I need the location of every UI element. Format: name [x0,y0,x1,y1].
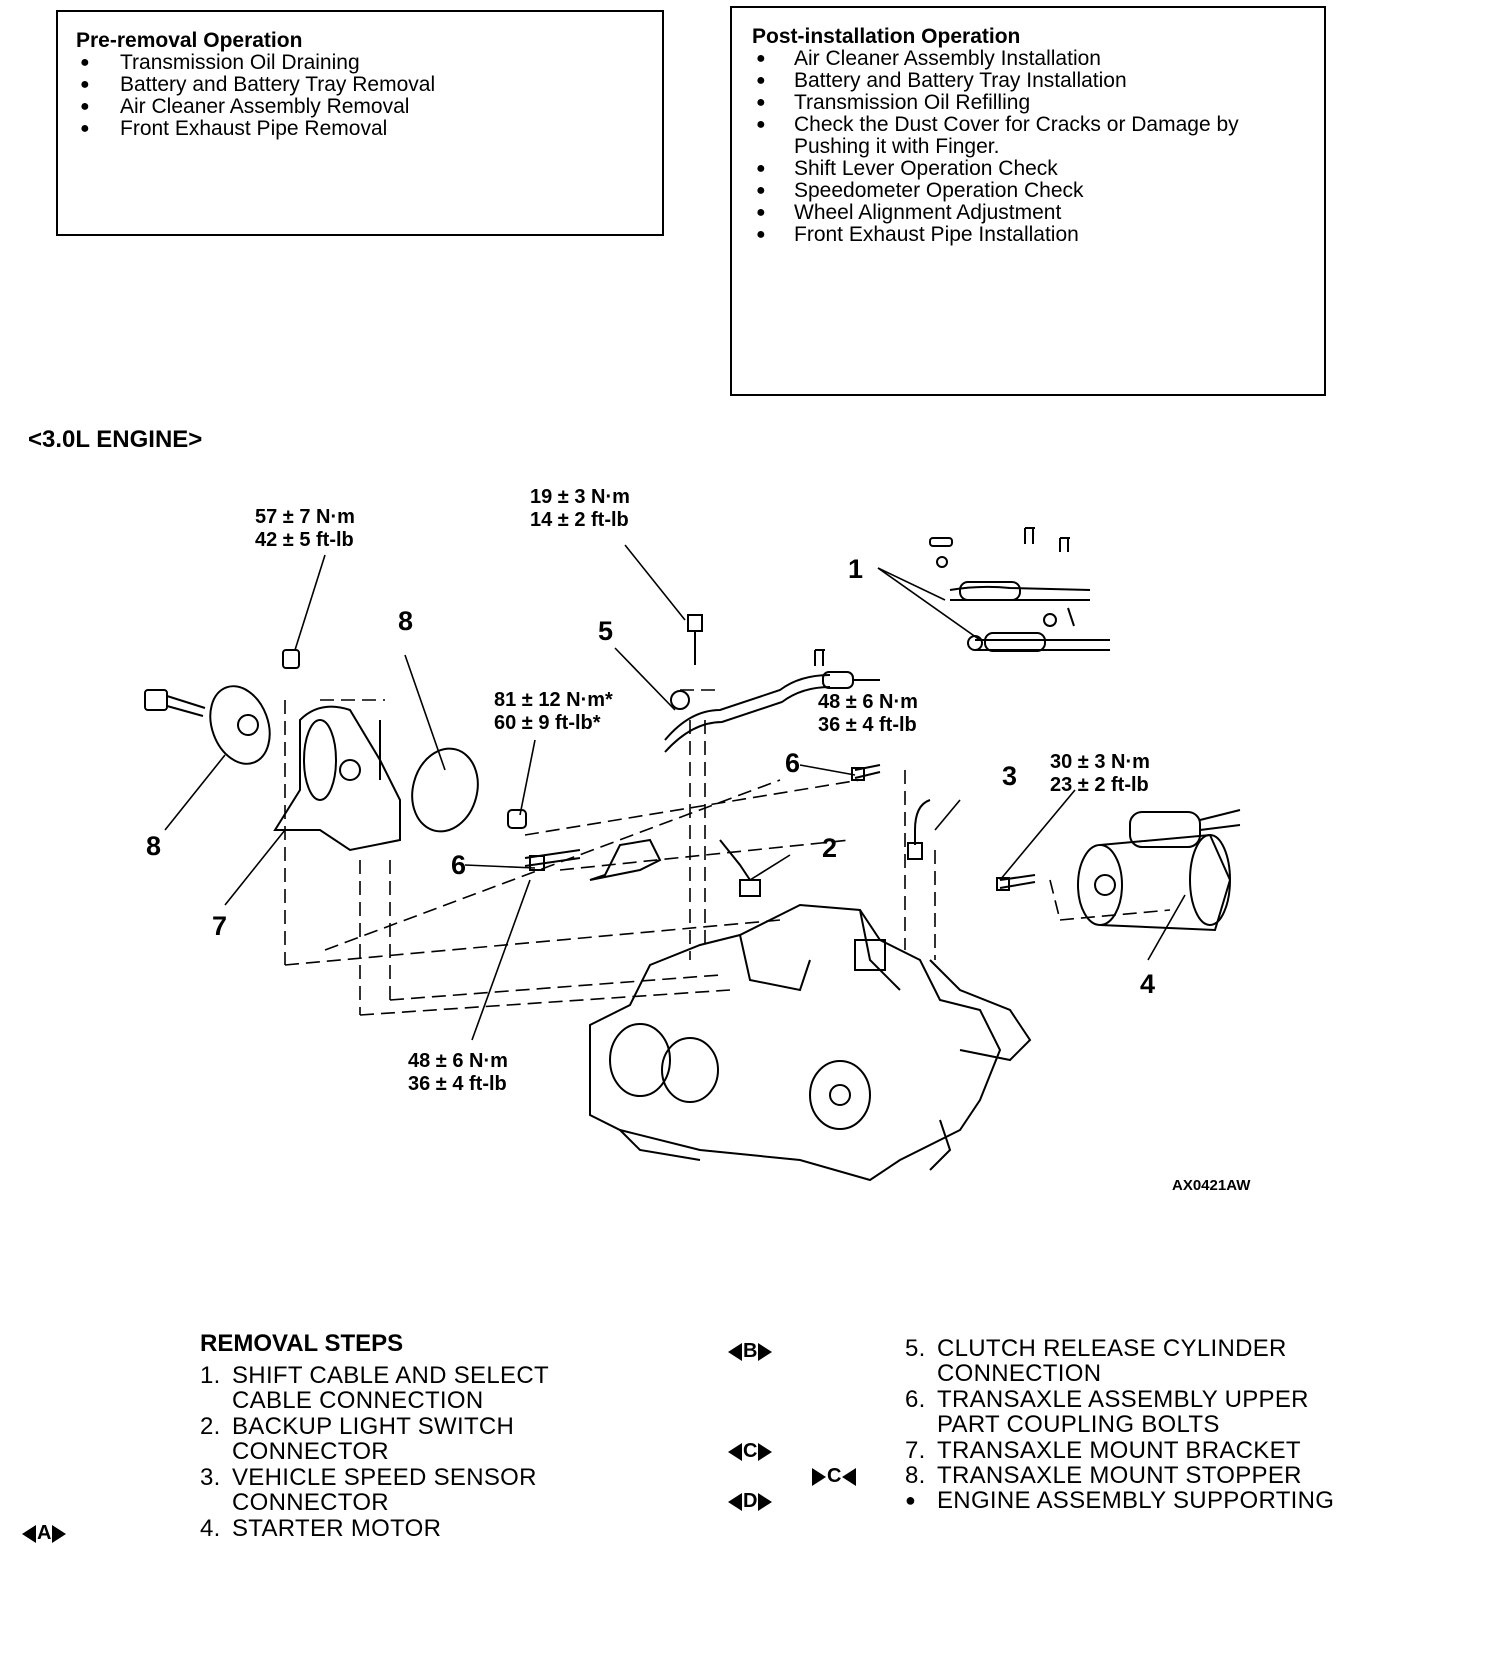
callout-6: 6 [785,748,800,778]
list-item: Wheel Alignment Adjustment [752,202,1324,225]
service-mark-d: D [728,1490,773,1513]
callout-1: 1 [848,554,863,584]
shift-cable-drawing [929,527,1110,652]
alignment-lines [284,689,1171,1016]
callout-8: 8 [398,606,413,636]
torque-81-ftlb: 60 ± 9 ft-lb* [494,712,601,734]
transaxle-drawing [589,903,1032,1182]
list-item: Air Cleaner Assembly Installation [752,48,1324,71]
torque-57-nm: 57 ± 7 N·m [255,506,355,528]
callout-5: 5 [598,616,613,646]
torque-48b-nm: 48 ± 6 N·m [408,1050,508,1072]
removal-steps-title: REMOVAL STEPS [200,1330,404,1357]
triangle-left-icon [728,1442,742,1461]
triangle-right-icon [758,1442,773,1461]
list-item: Air Cleaner Assembly Removal [76,96,662,119]
stopper-center [411,747,479,833]
torque-19-ftlb: 14 ± 2 ft-lb [530,509,629,531]
triangle-left-icon [22,1524,36,1543]
callout-2: 2 [822,833,837,863]
triangle-right-icon [758,1492,773,1511]
figure-code: AX0421AW [1172,1177,1251,1194]
nut [507,809,527,829]
list-item: Transmission Oil Refilling [752,92,1324,115]
torque-30-ftlb: 23 ± 2 ft-lb [1050,774,1149,796]
torque-81-nm: 81 ± 12 N·m* [494,689,613,711]
service-mark-a: A [22,1522,67,1545]
leader-lines [164,544,1186,1041]
torque-19-nm: 19 ± 3 N·m [530,486,630,508]
torque-30-nm: 30 ± 3 N·m [1050,751,1150,773]
post-installation-box: Post-installation Operation Air Cleaner … [730,6,1326,396]
bolt-drawing [144,689,1036,891]
callout-numbers: 1 2 3 4 5 6 6 7 8 8 [146,554,1155,999]
service-mark-c-install: C [812,1465,857,1488]
callout-4: 4 [1140,969,1155,999]
bracket-drawing [589,838,662,881]
removal-steps: REMOVAL STEPS 1.SHIFT CABLE AND SELECT C… [0,1330,1504,1590]
triangle-right-icon [758,1342,773,1361]
callout-6: 6 [451,850,466,880]
pre-removal-title: Pre-removal Operation [76,29,303,52]
list-item: Battery and Battery Tray Installation [752,70,1324,93]
service-mark-c: C [728,1440,773,1463]
list-item: Shift Lever Operation Check [752,158,1324,181]
post-installation-title: Post-installation Operation [752,25,1021,48]
clutch-pipe-drawing [664,614,880,753]
list-item: Front Exhaust Pipe Removal [76,118,662,141]
post-installation-list: Air Cleaner Assembly Installation Batter… [752,48,1324,247]
triangle-right-icon [812,1467,826,1486]
torque-48-ftlb: 36 ± 4 ft-lb [818,714,917,736]
torque-48-nm: 48 ± 6 N·m [818,691,918,713]
mount-bracket-drawing [273,705,401,852]
callout-8: 8 [146,831,161,861]
callout-7: 7 [212,911,227,941]
pre-removal-box: Pre-removal Operation Transmission Oil D… [56,10,664,236]
starter-motor-drawing [1077,809,1241,932]
torque-labels: 57 ± 7 N·m 42 ± 5 ft-lb 19 ± 3 N·m 14 ± … [255,486,1150,1095]
stopper-left [209,685,271,765]
triangle-left-icon [728,1342,742,1361]
triangle-left-icon [842,1467,857,1486]
triangle-left-icon [728,1492,742,1511]
engine-title: <3.0L ENGINE> [28,426,203,453]
pre-removal-list: Transmission Oil Draining Battery and Ba… [76,52,662,141]
list-item: Check the Dust Cover for Cracks or Damag… [752,114,1294,158]
callout-3: 3 [1002,761,1017,791]
list-item: Front Exhaust Pipe Installation [752,224,1324,247]
list-item: Transmission Oil Draining [76,52,662,75]
backup-switch-connector [719,839,751,881]
speed-sensor-connector [914,799,931,845]
torque-48b-ftlb: 36 ± 4 ft-lb [408,1073,507,1095]
service-mark-b: B [728,1340,773,1363]
list-item: Battery and Battery Tray Removal [76,74,662,97]
list-item: Speedometer Operation Check [752,180,1324,203]
exploded-diagram: 57 ± 7 N·m 42 ± 5 ft-lb 19 ± 3 N·m 14 ± … [144,486,1251,1194]
torque-57-ftlb: 42 ± 5 ft-lb [255,529,354,551]
triangle-right-icon [52,1524,67,1543]
